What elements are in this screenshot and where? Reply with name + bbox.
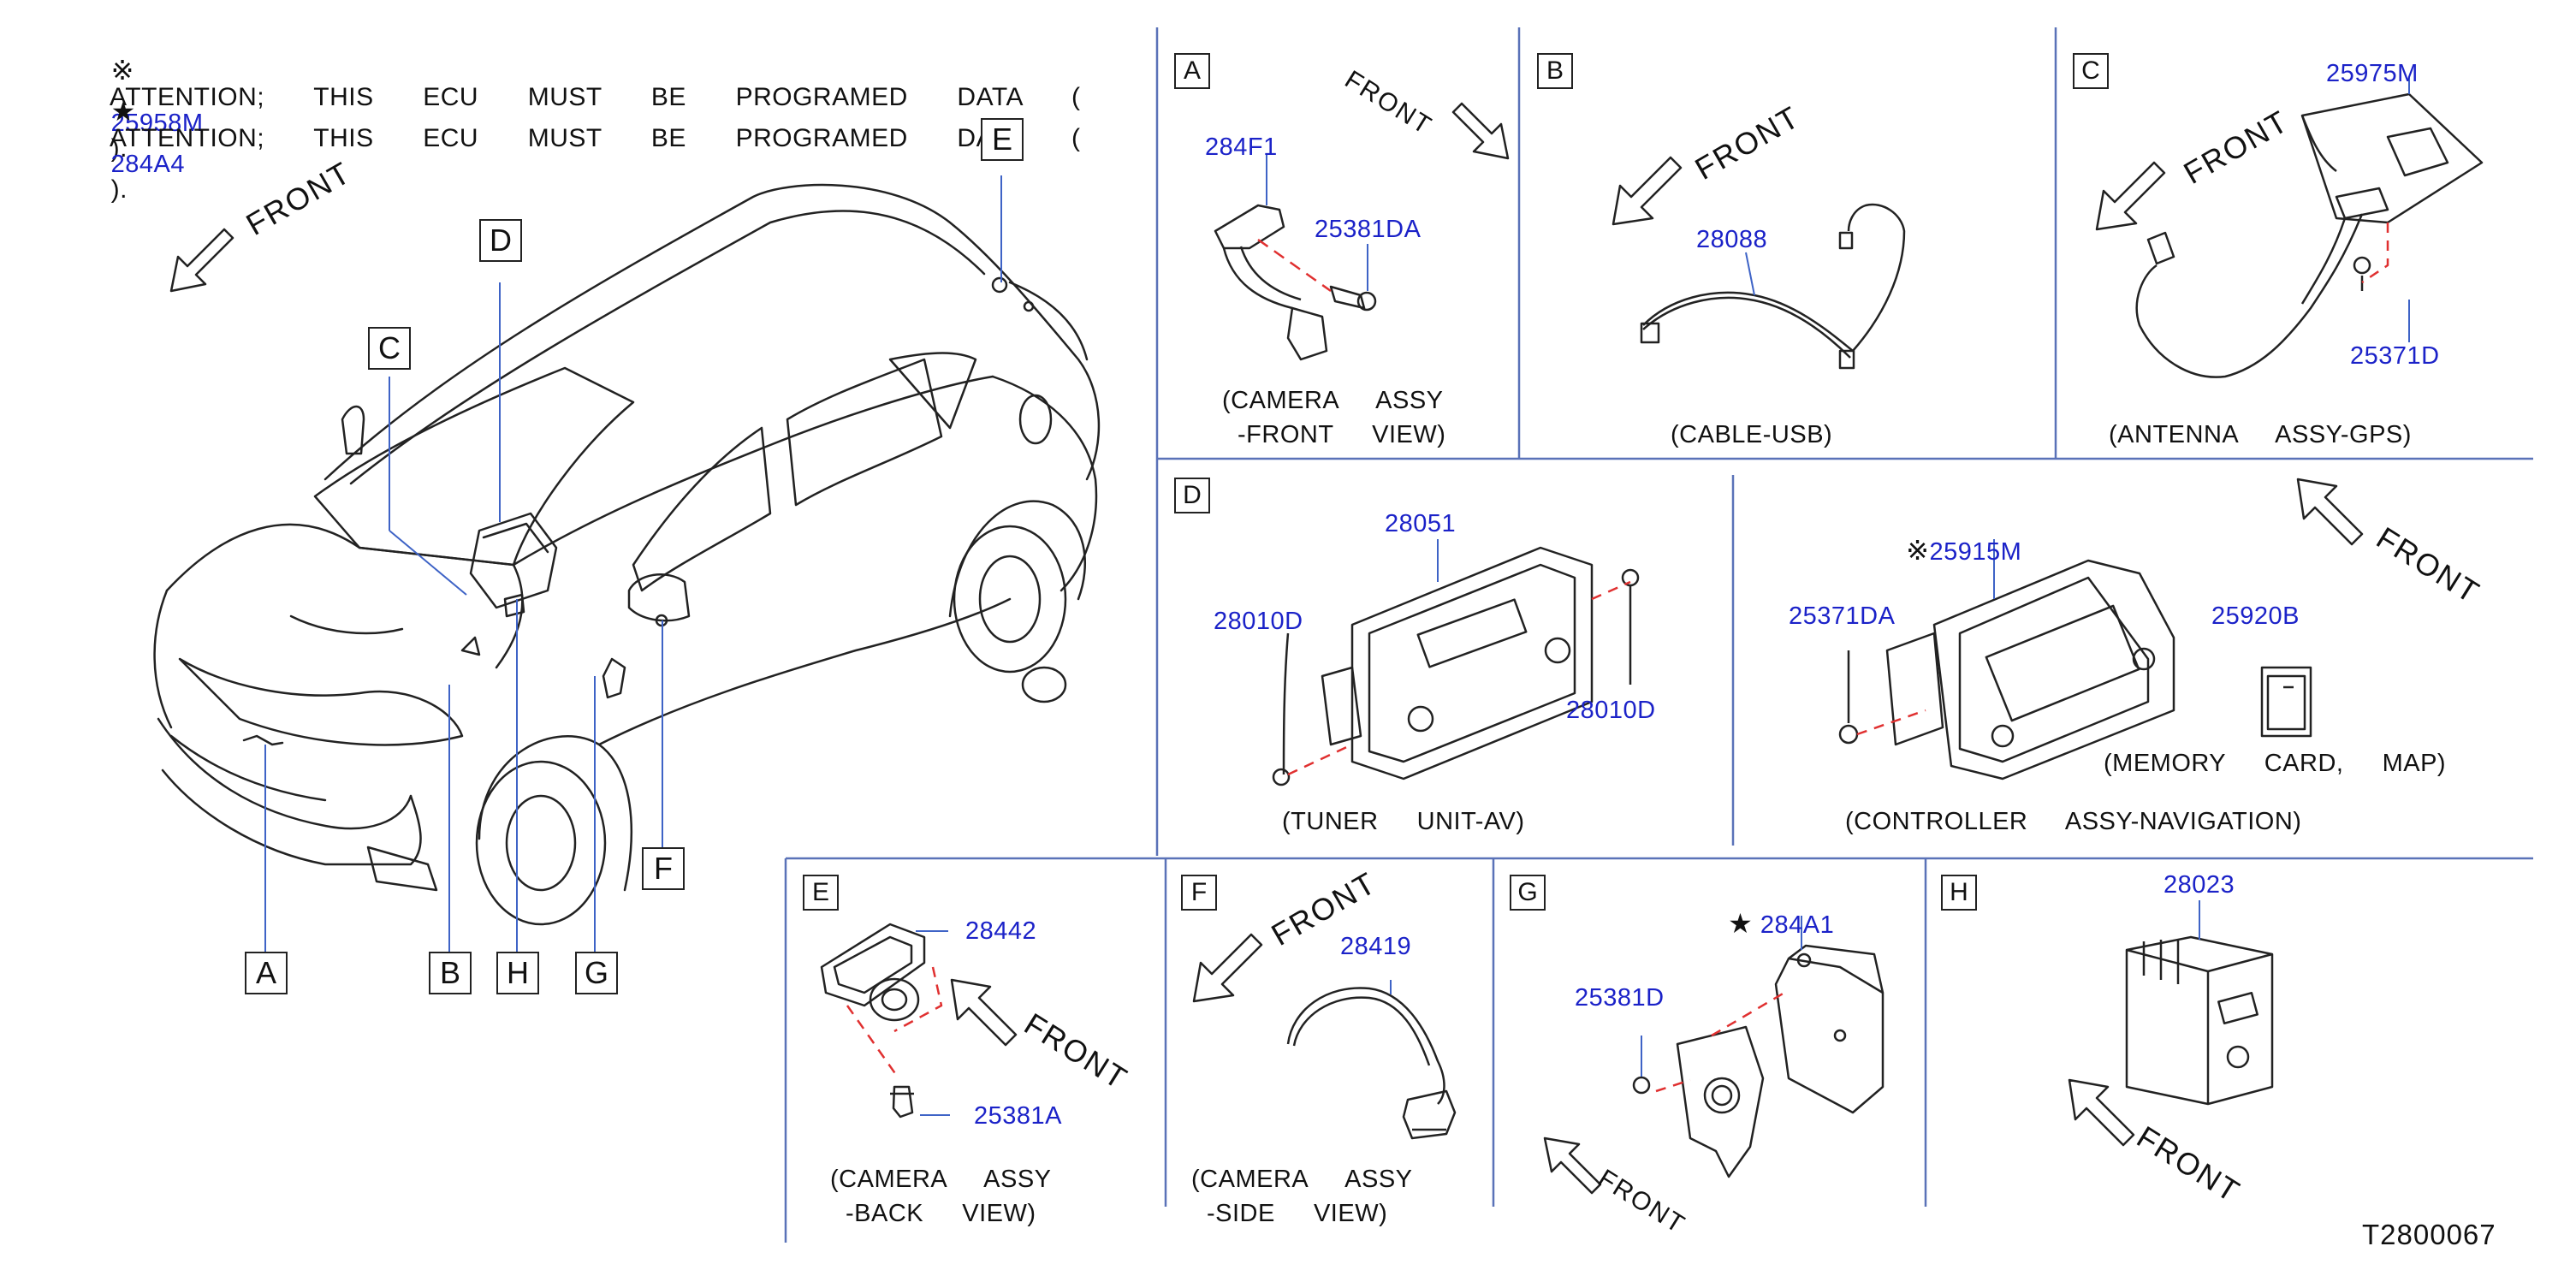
caption-line: (CAMERA ASSY (1222, 387, 1444, 414)
callout-d: D (479, 219, 522, 262)
caption-line: (CONTROLLER ASSY-NAVIGATION) (1845, 808, 2302, 835)
panel-h-label: H (1941, 875, 1977, 911)
caption-line: (ANTENNA ASSY-GPS) (2109, 421, 2412, 448)
note-text: ATTENTION; THIS ECU MUST BE PROGRAMED DA… (110, 83, 1081, 111)
callout-b: B (429, 952, 472, 994)
caption-line: -FRONT VIEW) (1238, 421, 1446, 448)
callout-h: H (496, 952, 539, 994)
nav-part: 25915M (1929, 538, 2022, 566)
panel-borders (784, 27, 2533, 1243)
part-number: 28442 (965, 917, 1037, 945)
caption-line: (CABLE-USB) (1671, 421, 1833, 448)
camera-side-drawing (1286, 980, 1457, 1140)
cable-usb-drawing (1640, 203, 1906, 370)
panel-c-label: C (2073, 53, 2109, 89)
nav-part-number: ※25915M (1891, 512, 2021, 565)
caption-line: (MEMORY CARD, MAP) (2104, 750, 2447, 777)
part-number: 25975M (2326, 60, 2419, 87)
note-part-number: 284A4 (110, 151, 186, 178)
star-symbol: ★ (1728, 908, 1754, 939)
panel-g-label: G (1510, 875, 1546, 911)
nav-controller-drawing (1838, 539, 2312, 780)
caption-line: (TUNER UNIT-AV) (1282, 808, 1525, 835)
note-suffix: ). (110, 175, 128, 204)
callout-a: A (245, 952, 288, 994)
part-number: 25381D (1575, 984, 1665, 1012)
callout-e: E (981, 118, 1024, 161)
note-suffix: ). (110, 134, 128, 163)
note-symbol: ★ (110, 96, 136, 127)
panel-e-label: E (803, 875, 839, 911)
part-number: 25371D (2350, 342, 2440, 370)
callout-leaders (264, 175, 1002, 954)
panel-a-label: A (1174, 53, 1210, 89)
part-number: 25920B (2211, 602, 2300, 630)
antenna-gps-drawing (2135, 77, 2484, 378)
note-part-number: 25958M (110, 110, 204, 137)
star-part-number: ★ 284A1 (1713, 885, 1834, 938)
note-text: ATTENTION; THIS ECU MUST BE PROGRAMED DA… (110, 124, 1081, 152)
caption-line: -BACK VIEW) (846, 1200, 1036, 1227)
part-number: 25381DA (1315, 216, 1422, 243)
attention-note-2: ★ ATTENTION; THIS ECU MUST BE PROGRAMED … (62, 72, 1081, 203)
tuner-unit-drawing (1272, 539, 1640, 786)
part-number: 25381A (974, 1102, 1062, 1130)
camera-front-drawing (1214, 154, 1377, 361)
module-bracket-drawing (1632, 916, 1885, 1178)
callout-g: G (575, 952, 618, 994)
panel-b-label: B (1537, 53, 1573, 89)
attention-note-1: ※ ATTENTION; THIS ECU MUST BE PROGRAMED … (62, 31, 1081, 162)
car-illustration (153, 183, 1101, 926)
star-part: 284A1 (1760, 911, 1835, 939)
callout-c: C (368, 327, 411, 370)
note-symbol: ※ (110, 55, 134, 86)
drawing-code: T2800067 (2362, 1219, 2496, 1250)
callout-f: F (642, 847, 685, 890)
nav-symbol: ※ (1906, 535, 1930, 566)
part-number: 28051 (1385, 510, 1457, 537)
part-number: 25371DA (1789, 602, 1896, 630)
panel-d-label: D (1174, 478, 1210, 513)
usb-hub-drawing (2125, 900, 2274, 1106)
camera-back-drawing (820, 923, 950, 1119)
front-arrows (169, 102, 2364, 1195)
caption-line: (CAMERA ASSY (1191, 1166, 1413, 1193)
caption-line: (CAMERA ASSY (830, 1166, 1052, 1193)
part-number: 284F1 (1205, 134, 1278, 161)
part-number: 28010D (1566, 697, 1656, 724)
caption-line: -SIDE VIEW) (1207, 1200, 1388, 1227)
panel-f-label: F (1181, 875, 1217, 911)
part-number: 28419 (1340, 933, 1412, 960)
part-number: 28088 (1696, 226, 1768, 253)
part-number: 28010D (1214, 608, 1303, 635)
part-number: 28023 (2163, 871, 2235, 899)
